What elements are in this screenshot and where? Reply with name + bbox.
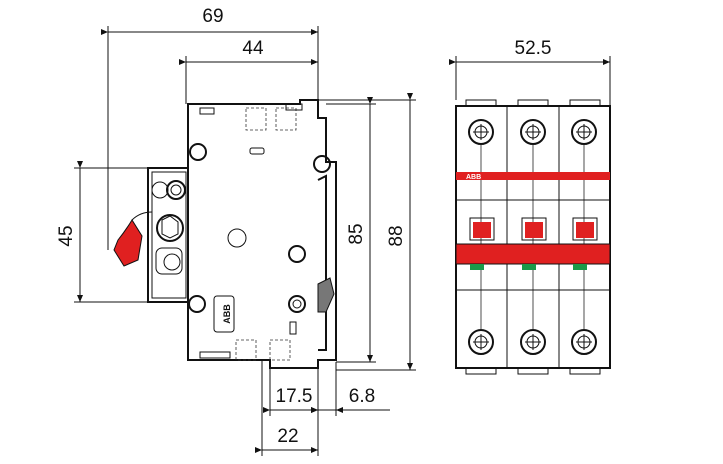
top-tab [569,99,601,107]
toggle-pivot [156,214,184,242]
top-tab [517,99,549,107]
dim-label-17-5: 17.5 [276,386,313,407]
handle-red-top [525,222,543,238]
top-screws [468,119,597,145]
dim-label-6-8: 6.8 [349,386,375,407]
bottom-clip [199,351,231,359]
handle-window [521,217,547,241]
bottom-tab [465,367,497,375]
top-terminal-dashed [275,107,297,131]
bottom-screws [468,329,597,355]
red-handle [113,219,143,267]
dim-label-22: 22 [277,426,298,447]
top-tab [465,99,497,107]
side-front-section [147,167,188,303]
side-dimensions: 69 44 45 85 88 17.5 6.8 22 [56,6,416,456]
handle-arc [131,211,153,221]
side-logo-text: ABB [222,304,232,324]
rivet-hole [189,143,207,161]
center-pivot [227,228,247,248]
handle-window [572,217,598,241]
side-body-outline [187,99,337,369]
top-clip [285,103,303,111]
rivet-hole [313,155,331,173]
rivet-hole [288,295,306,313]
dim-label-44: 44 [242,38,264,59]
dim-label-52-5: 52.5 [515,38,552,59]
rail-clip-line [317,174,327,351]
side-view: ABB [113,99,337,369]
brand-band [456,172,610,180]
rivet-hole [288,245,306,263]
bottom-tab [517,367,549,375]
front-section-inner [151,171,187,299]
front-view: ABB [455,99,611,375]
green-indicator [470,264,484,270]
green-indicator [522,264,536,270]
dim-label-88: 88 [386,225,407,246]
dim-label-85: 85 [346,223,367,244]
toggle-hex [161,215,179,239]
handle-window [469,217,495,241]
slot [249,147,265,155]
lower-knob [155,247,183,275]
indicator-circle [151,181,169,199]
front-logo-text: ABB [466,174,481,181]
handle-red-top [576,222,594,238]
indicator-inner [170,184,182,196]
din-clip [317,277,335,313]
dim-label-69: 69 [202,6,223,27]
handle-bar [455,243,611,265]
lower-knob-circle [163,253,181,271]
handle-red-top [473,222,491,238]
green-indicator [573,264,587,270]
top-clip [199,107,215,115]
dim-label-45: 45 [56,225,77,246]
bottom-tab [569,367,601,375]
front-dimensions: 52.5 [449,38,611,106]
indicator-circle [166,180,186,200]
bottom-terminal-dashed [269,339,291,361]
bottom-terminal-dashed [235,339,257,361]
side-logo-box [213,295,235,333]
rivet-inner [292,299,302,309]
rivet-hole [188,295,206,313]
slot-small [289,321,297,335]
top-terminal-dashed [245,107,267,131]
